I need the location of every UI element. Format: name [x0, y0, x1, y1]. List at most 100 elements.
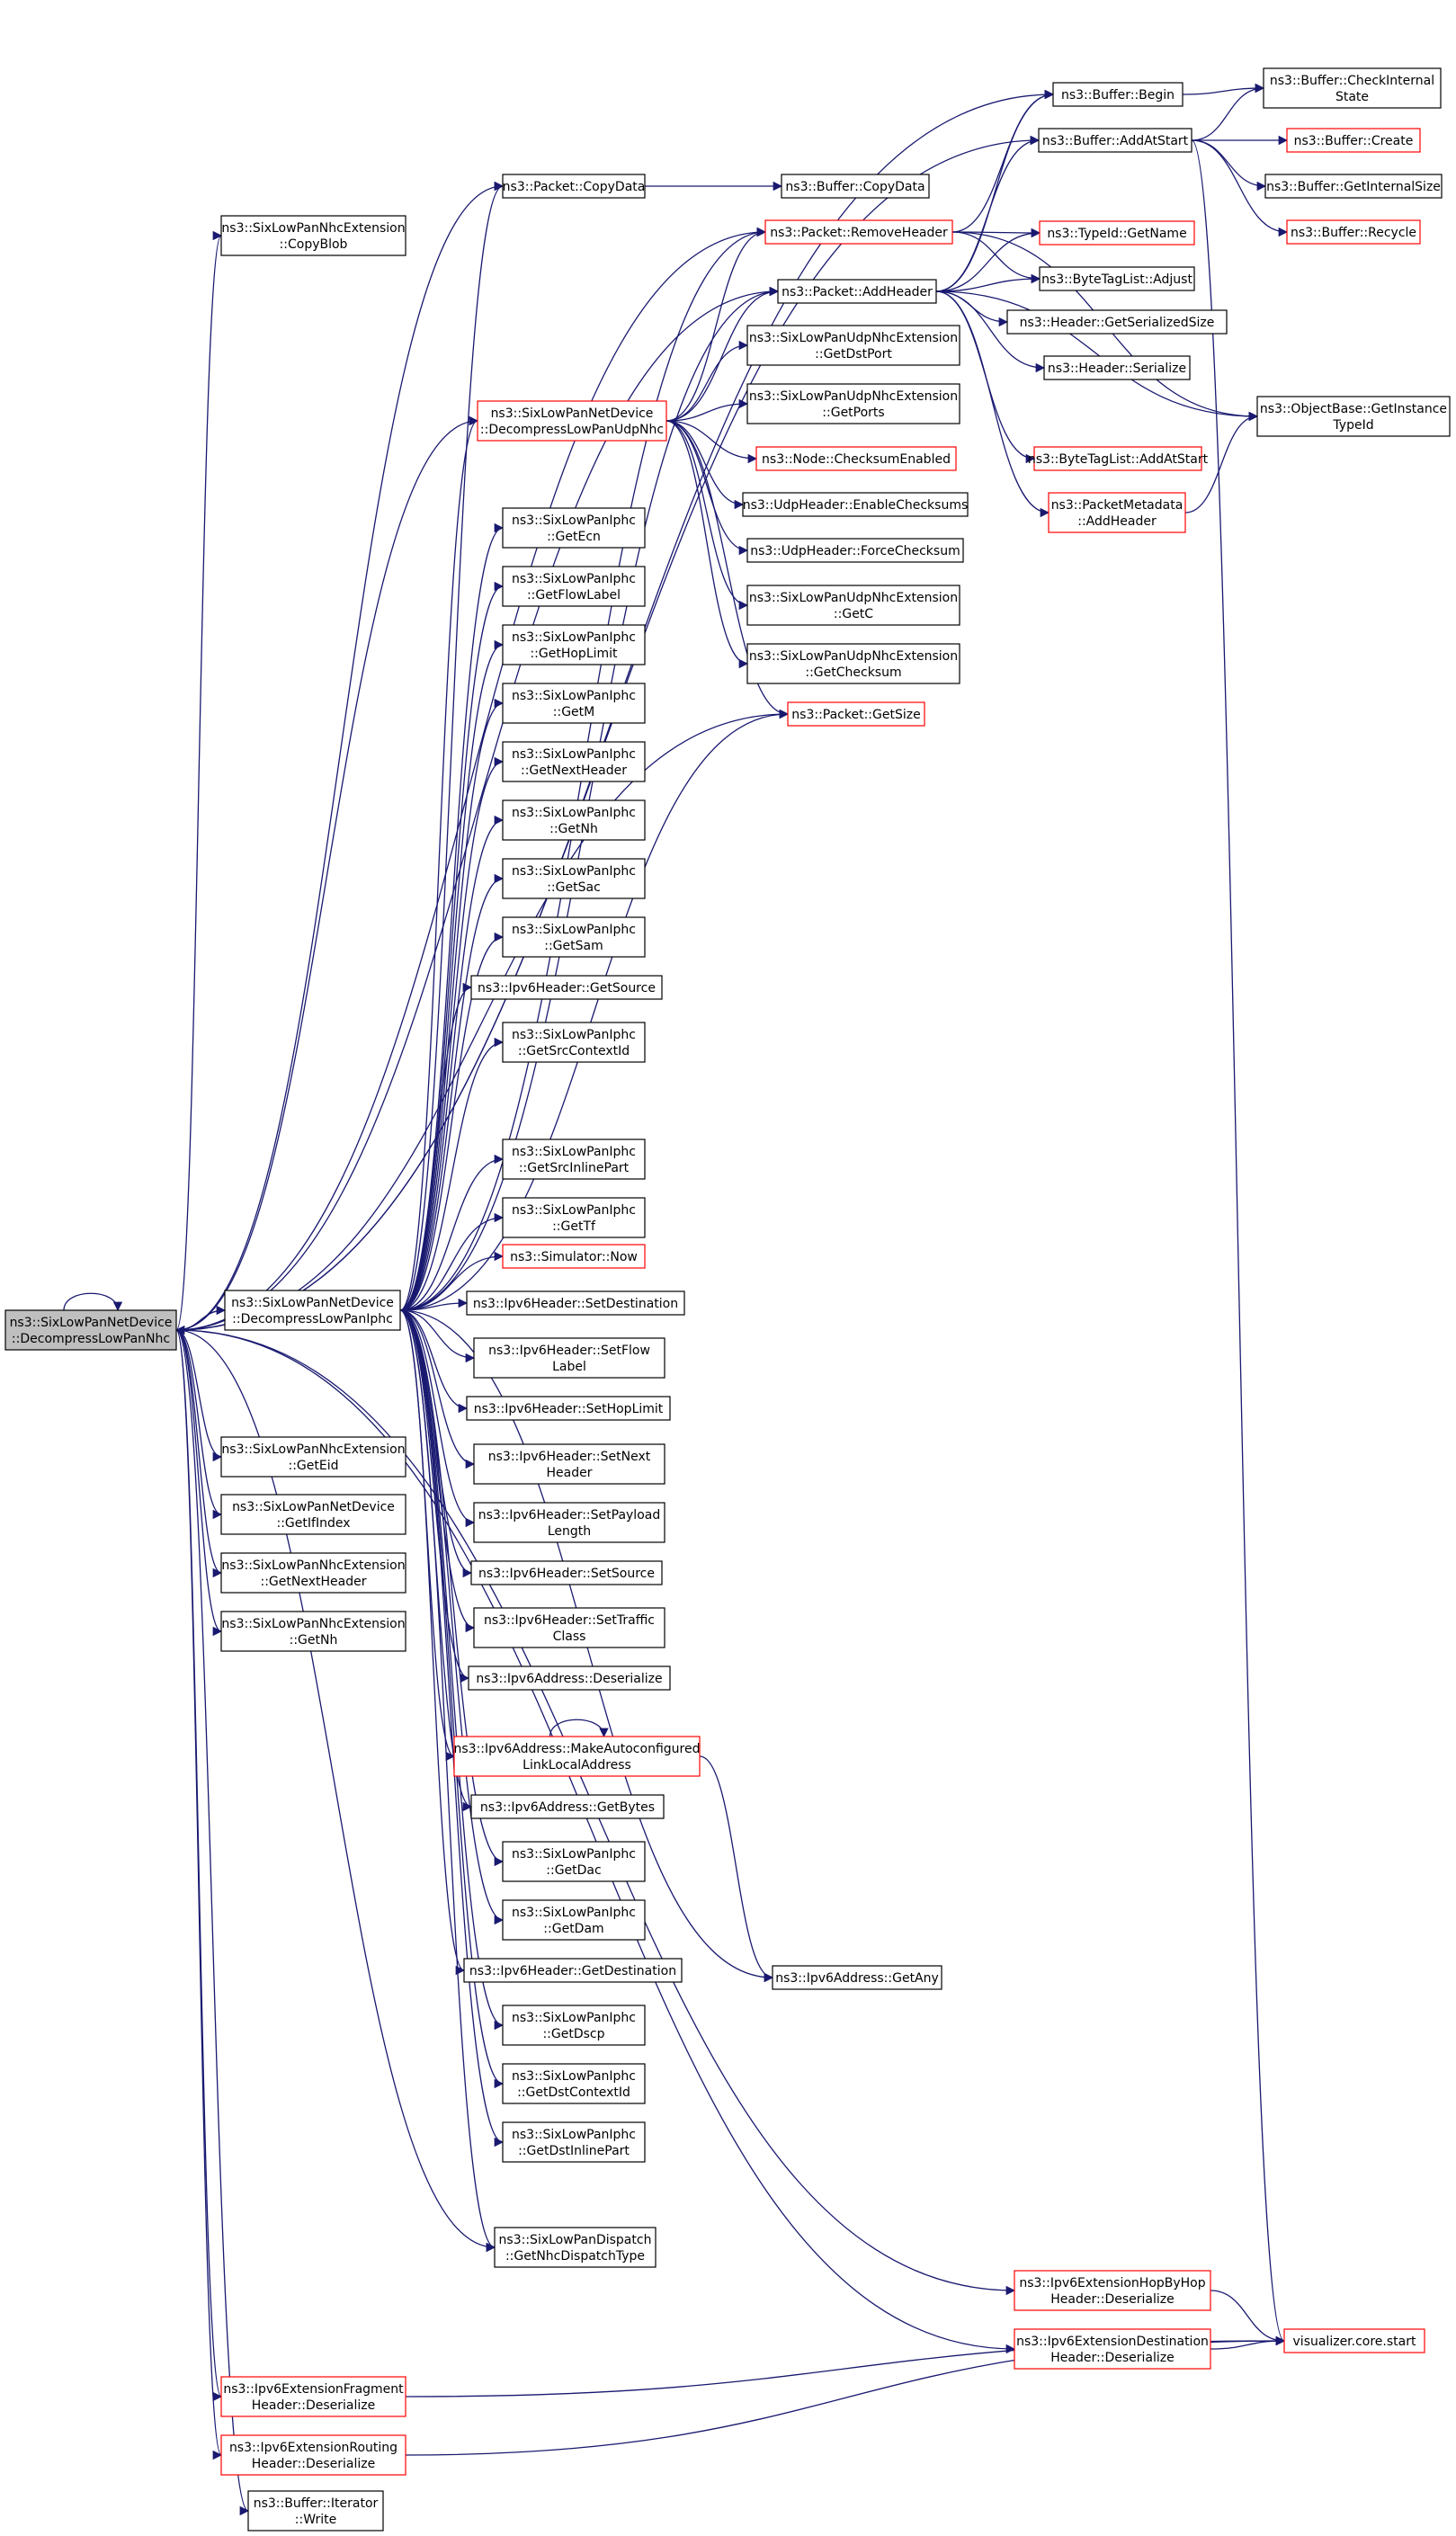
node-addr-getany[interactable]: ns3::Ipv6Address::GetAny: [772, 1965, 942, 1990]
node-addr-getbytes[interactable]: ns3::Ipv6Address::GetBytes: [470, 1794, 665, 1819]
node-viz-start[interactable]: visualizer.core.start: [1283, 2328, 1425, 2353]
node-pkt-getsize[interactable]: ns3::Packet::GetSize: [787, 701, 925, 727]
edge-pkt-addheader-to-buf-addatstart: [935, 135, 1041, 292]
node-buf-getinternalsize[interactable]: ns3::Buffer::GetInternalSize: [1264, 174, 1443, 199]
node-buf-addatstart[interactable]: ns3::Buffer::AddAtStart: [1038, 128, 1192, 153]
node-label: ::GetDam: [543, 1922, 603, 1936]
node-buf-create[interactable]: ns3::Buffer::Create: [1286, 128, 1421, 153]
node-udp-getc[interactable]: ns3::SixLowPanUdpNhcExtension::GetC: [746, 585, 960, 626]
edge-udpnhc-to-udp-getc: [665, 420, 749, 611]
node-box: [746, 383, 960, 424]
node-box: [787, 701, 925, 727]
node-addr-makeauto[interactable]: ns3::Ipv6Address::MakeAutoconfiguredLink…: [453, 1736, 701, 1777]
edge-iphc-to-iphc-getsrcinline: [399, 1154, 505, 1311]
node-iphc-getdam[interactable]: ns3::SixLowPanIphc::GetDam: [502, 1899, 646, 1941]
node-routing-deser[interactable]: ns3::Ipv6ExtensionRoutingHeader::Deseria…: [220, 2434, 406, 2476]
node-udph-enable[interactable]: ns3::UdpHeader::EnableChecksums: [742, 492, 969, 517]
node-ipv6-getsource[interactable]: ns3::Ipv6Header::GetSource: [470, 975, 663, 1000]
edge-udpnhc-to-udph-force: [665, 420, 749, 556]
node-dst-deser[interactable]: ns3::Ipv6ExtensionDestinationHeader::Des…: [1014, 2328, 1211, 2370]
node-label: ::GetIfIndex: [277, 1516, 351, 1531]
node-iphc-getecn[interactable]: ns3::SixLowPanIphc::GetEcn: [502, 507, 646, 549]
edge-udpnhc-to-udp-getchecksum: [665, 420, 749, 669]
edge-udpnhc-to-udp-getports: [665, 398, 749, 422]
node-btl-addatstart[interactable]: ns3::ByteTagList::AddAtStart: [1028, 446, 1209, 471]
node-iphc-getsam[interactable]: ns3::SixLowPanIphc::GetSam: [502, 916, 646, 958]
node-iphc-getflowlabel[interactable]: ns3::SixLowPanIphc::GetFlowLabel: [502, 566, 646, 607]
edge-pm-addheader-to-ob-getinstance: [1184, 411, 1259, 513]
node-box: [1283, 2328, 1425, 2353]
node-box: [502, 507, 646, 549]
node-frag-deser[interactable]: ns3::Ipv6ExtensionFragmentHeader::Deseri…: [220, 2376, 406, 2417]
node-udph-force[interactable]: ns3::UdpHeader::ForceChecksum: [746, 538, 964, 563]
node-hbh-deser[interactable]: ns3::Ipv6ExtensionHopByHopHeader::Deseri…: [1014, 2270, 1211, 2311]
node-label: ns3::ByteTagList::Adjust: [1041, 272, 1192, 287]
node-label: ns3::Ipv6Header::SetNext: [488, 1450, 651, 1464]
node-udp-getports[interactable]: ns3::SixLowPanUdpNhcExtension::GetPorts: [746, 383, 960, 424]
node-box: [746, 325, 960, 366]
node-ipv6-sethop[interactable]: ns3::Ipv6Header::SetHopLimit: [466, 1396, 671, 1421]
node-addr-deser[interactable]: ns3::Ipv6Address::Deserialize: [468, 1665, 671, 1691]
node-root[interactable]: ns3::SixLowPanNetDevice::DecompressLowPa…: [4, 1309, 177, 1351]
node-ipv6-setsource[interactable]: ns3::Ipv6Header::SetSource: [470, 1560, 663, 1585]
node-iphc-getdscp[interactable]: ns3::SixLowPanIphc::GetDscp: [502, 2005, 646, 2046]
node-hdr-serialize[interactable]: ns3::Header::Serialize: [1043, 355, 1191, 380]
node-nhc-getnh[interactable]: ns3::SixLowPanNhcExtension::GetNh: [220, 1611, 406, 1652]
node-pkt-copydata[interactable]: ns3::Packet::CopyData: [502, 174, 646, 199]
node-box: [466, 1396, 671, 1421]
node-typeid-getname[interactable]: ns3::TypeId::GetName: [1039, 220, 1195, 246]
node-label: ns3::SixLowPanUdpNhcExtension: [749, 591, 958, 605]
node-label: ns3::TypeId::GetName: [1047, 227, 1186, 241]
edge-root-to-pkt-removeheader: [175, 227, 767, 1331]
node-udp-getchecksum[interactable]: ns3::SixLowPanUdpNhcExtension::GetChecks…: [746, 643, 960, 684]
node-buf-recycle[interactable]: ns3::Buffer::Recycle: [1286, 219, 1421, 245]
node-box: [502, 683, 646, 724]
node-iphc-getsac[interactable]: ns3::SixLowPanIphc::GetSac: [502, 858, 646, 899]
node-btl-adjust[interactable]: ns3::ByteTagList::Adjust: [1039, 266, 1195, 291]
node-iphc-getnextheader[interactable]: ns3::SixLowPanIphc::GetNextHeader: [502, 741, 646, 782]
node-iphc-getdstctx[interactable]: ns3::SixLowPanIphc::GetDstContextId: [502, 2063, 646, 2104]
node-label: ns3::Ipv6Header::SetSource: [478, 1567, 655, 1581]
node-iphc-getsrcctx[interactable]: ns3::SixLowPanIphc::GetSrcContextId: [502, 1022, 646, 1063]
node-label: ::GetNextHeader: [521, 763, 627, 778]
node-label: Header::Deserialize: [252, 2398, 375, 2413]
node-iphc[interactable]: ns3::SixLowPanNetDevice::DecompressLowPa…: [224, 1290, 401, 1331]
node-sim-now[interactable]: ns3::Simulator::Now: [502, 1244, 646, 1269]
node-iphc-getdac[interactable]: ns3::SixLowPanIphc::GetDac: [502, 1841, 646, 1882]
node-node-checksum[interactable]: ns3::Node::ChecksumEnabled: [755, 446, 957, 471]
node-ipv6-getdest[interactable]: ns3::Ipv6Header::GetDestination: [463, 1958, 683, 1983]
node-box: [502, 858, 646, 899]
node-getifindex[interactable]: ns3::SixLowPanNetDevice::GetIfIndex: [220, 1494, 406, 1535]
node-iphc-gethoplimit[interactable]: ns3::SixLowPanIphc::GetHopLimit: [502, 624, 646, 665]
node-udp-getdstport[interactable]: ns3::SixLowPanUdpNhcExtension::GetDstPor…: [746, 325, 960, 366]
node-box: [473, 1502, 665, 1543]
node-copyblob[interactable]: ns3::SixLowPanNhcExtension::CopyBlob: [220, 215, 406, 256]
node-nhc-geteid[interactable]: ns3::SixLowPanNhcExtension::GetEid: [220, 1436, 406, 1478]
node-iphc-gettf[interactable]: ns3::SixLowPanIphc::GetTf: [502, 1197, 646, 1238]
node-iphc-getnh[interactable]: ns3::SixLowPanIphc::GetNh: [502, 799, 646, 841]
node-pkt-addheader[interactable]: ns3::Packet::AddHeader: [777, 279, 937, 304]
node-buf-begin[interactable]: ns3::Buffer::Begin: [1052, 82, 1184, 107]
node-dispatch[interactable]: ns3::SixLowPanDispatch::GetNhcDispatchTy…: [494, 2227, 657, 2268]
node-label: visualizer.core.start: [1293, 2335, 1416, 2349]
node-ipv6-setdest[interactable]: ns3::Ipv6Header::SetDestination: [466, 1290, 685, 1316]
node-box: [224, 1290, 401, 1331]
node-iphc-getsrcinline[interactable]: ns3::SixLowPanIphc::GetSrcInlinePart: [502, 1139, 646, 1180]
node-iphc-getm[interactable]: ns3::SixLowPanIphc::GetM: [502, 683, 646, 724]
node-iter-write[interactable]: ns3::Buffer::Iterator::Write: [247, 2490, 384, 2532]
node-label: ns3::SixLowPanIphc: [512, 1145, 636, 1159]
node-hdr-getsersize[interactable]: ns3::Header::GetSerializedSize: [1006, 309, 1228, 335]
node-pkt-removeheader[interactable]: ns3::Packet::RemoveHeader: [764, 219, 953, 245]
node-nhc-getnextheader[interactable]: ns3::SixLowPanNhcExtension::GetNextHeade…: [220, 1552, 406, 1594]
node-buf-copydata[interactable]: ns3::Buffer::CopyData: [781, 174, 930, 199]
node-label: ns3::Ipv6Header::SetTraffic: [484, 1613, 655, 1628]
node-pm-addheader[interactable]: ns3::PacketMetadata::AddHeader: [1048, 492, 1186, 533]
node-udpnhc[interactable]: ns3::SixLowPanNetDevice::DecompressLowPa…: [477, 400, 667, 442]
node-iphc-getdstinline[interactable]: ns3::SixLowPanIphc::GetDstInlinePart: [502, 2121, 646, 2163]
